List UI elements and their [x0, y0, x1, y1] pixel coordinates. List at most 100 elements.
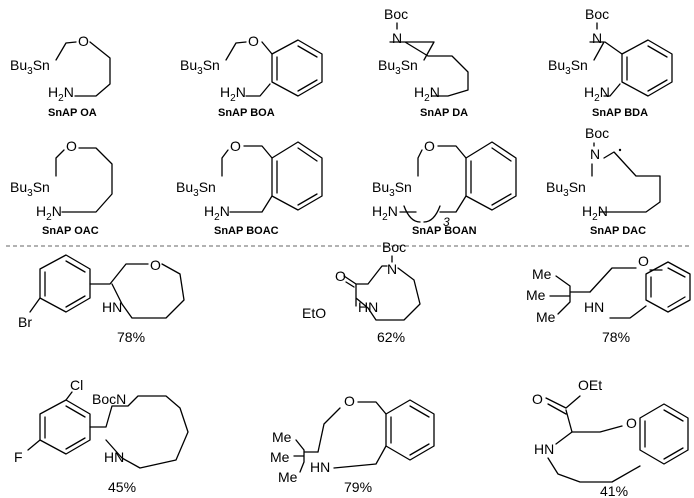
nitrogen-label: N	[392, 30, 402, 46]
benzene-ring	[465, 141, 517, 211]
nh-label: HN	[584, 299, 604, 315]
reagent-name: SnAP BOAN	[412, 225, 477, 237]
benzene-ring	[271, 141, 323, 211]
chain-bonds	[399, 145, 467, 213]
nh-label: HN	[310, 459, 330, 475]
reagent-name: SnAP BOA	[218, 107, 275, 119]
nh-label: HN	[104, 449, 124, 465]
product-4: Cl BocN F HN 45%	[14, 377, 189, 495]
oxygen-label: O	[638, 253, 649, 269]
benzene-double-bonds	[276, 45, 318, 92]
ring-bonds	[55, 41, 111, 97]
amine-label: H2N	[48, 84, 74, 104]
oxygen-label: O	[248, 33, 259, 49]
reagent-snap-da: Boc Bu3Sn H2N N SnAP DA	[378, 6, 469, 119]
benzene-double-bonds	[650, 267, 686, 308]
tin-label: Bu3Sn	[180, 57, 220, 77]
amine-label: H2N	[582, 203, 608, 223]
benzene-ring	[645, 261, 691, 313]
tbutyl-bonds	[549, 275, 591, 315]
boc-label: Boc	[585, 125, 609, 141]
yield-label: 79%	[344, 479, 372, 495]
ring-bonds	[547, 425, 641, 483]
tin-label: Bu3Sn	[378, 57, 418, 77]
nitrogen-label: N	[592, 30, 602, 46]
amine-label: H2N	[372, 203, 398, 223]
amine-label: H2N	[204, 203, 230, 223]
oxygen-label: O	[66, 138, 77, 154]
methyl-label-3: Me	[536, 309, 556, 325]
reagent-snap-boac: Bu3Sn H2N O SnAP BOAC	[176, 138, 323, 237]
ring-bonds	[389, 22, 469, 97]
benzene-ring	[385, 399, 435, 461]
reagent-name: SnAP DAC	[590, 225, 646, 237]
nitrogen-label: N	[387, 261, 397, 277]
ester-bonds	[545, 395, 581, 433]
benzene-ring	[39, 254, 91, 313]
yield-label: 78%	[117, 329, 145, 345]
reagent-snap-bda: Boc Bu3Sn H2N N SnAP BDA	[548, 6, 673, 119]
reagent-snap-oa: Bu3Sn H2N O SnAP OA	[10, 33, 111, 119]
ring-bonds	[55, 147, 113, 213]
oxygen-label: O	[335, 268, 346, 284]
ring-bonds	[27, 391, 189, 469]
chloro-label: Cl	[70, 377, 83, 393]
benzene-double-bonds	[276, 147, 318, 206]
benzene-ring	[271, 39, 323, 97]
benzene-double-bonds	[44, 405, 86, 450]
tin-label: Bu3Sn	[176, 179, 216, 199]
ring-bonds	[317, 401, 387, 469]
bracket-loop	[403, 205, 441, 223]
loop-count: 3	[443, 215, 450, 229]
benzene-double-bonds	[626, 45, 668, 92]
tin-label: Bu3Sn	[548, 57, 588, 77]
boc-label: Boc	[585, 6, 609, 22]
benzene-ring	[621, 39, 673, 97]
yield-label: 62%	[377, 329, 405, 345]
boc-label: Boc	[382, 239, 406, 255]
nh-label: HN	[534, 441, 554, 457]
tin-label: Bu3Sn	[10, 179, 50, 199]
amine-label: H2N	[414, 84, 440, 104]
chain-bonds	[221, 145, 273, 213]
ring-bonds	[29, 263, 185, 319]
nh-label: HN	[102, 299, 122, 315]
benzene-ring	[39, 399, 91, 455]
reagent-name: SnAP OA	[48, 107, 97, 119]
benzene-double-bonds	[644, 409, 684, 460]
yield-label: 45%	[108, 479, 136, 495]
oxygen-label: O	[78, 33, 89, 49]
methyl-label-1: Me	[532, 266, 552, 282]
oxygen-label: O	[150, 257, 161, 273]
yield-label: 78%	[602, 329, 630, 345]
product-3: Me Me Me HN O 78%	[526, 253, 691, 345]
oxygen-label: O	[532, 391, 543, 407]
product-1: Br O HN 78%	[18, 254, 185, 345]
ring-bonds	[591, 142, 661, 213]
chain-bonds	[589, 22, 623, 97]
ethoxy-label: OEt	[578, 377, 602, 393]
oxygen-label: O	[230, 138, 241, 154]
methyl-label-1: Me	[272, 429, 292, 445]
product-6: O OEt HN O 41%	[532, 377, 689, 498]
ring-bonds	[343, 255, 421, 321]
reagent-snap-boa: Bu3Sn H2N O SnAP BOA	[180, 33, 323, 119]
tin-label: Bu3Sn	[372, 179, 412, 199]
methyl-label-3: Me	[278, 469, 298, 485]
fluoro-label: F	[14, 449, 23, 465]
oxygen-label: O	[424, 138, 435, 154]
tbutyl-bonds	[293, 439, 319, 473]
oxygen-label-2: O	[626, 415, 637, 431]
boc-label: Boc	[384, 6, 408, 22]
product-5: Me Me Me HN O 79%	[270, 393, 435, 495]
methyl-label-2: Me	[526, 287, 546, 303]
reagent-name: SnAP DA	[420, 107, 468, 119]
reagent-snap-dac: Boc Bu3Sn H2N N SnAP DAC	[546, 125, 661, 237]
reagent-name: SnAP BOAC	[214, 225, 279, 237]
reagent-name: SnAP BDA	[592, 107, 648, 119]
dot-marker	[618, 148, 622, 152]
reagent-name: SnAP OAC	[42, 225, 99, 237]
methyl-label-2: Me	[270, 449, 290, 465]
nh-label: HN	[358, 299, 378, 315]
